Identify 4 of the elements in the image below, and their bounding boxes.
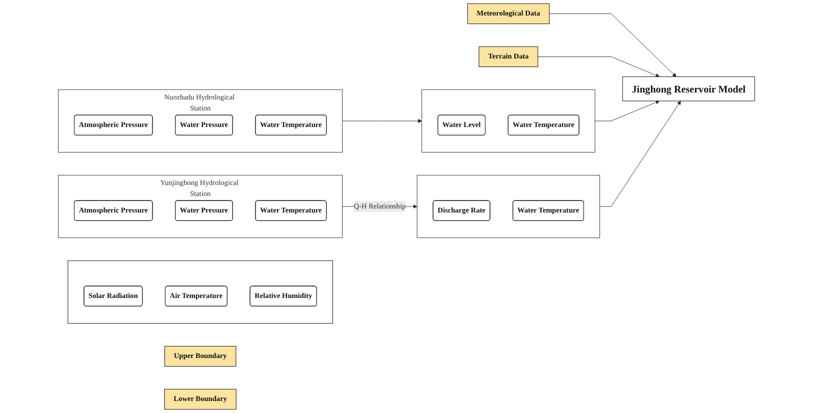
cluster (68, 260, 333, 324)
node-box: Jinghong Reservoir Model (622, 76, 756, 102)
cluster (422, 89, 596, 153)
cluster (416, 174, 600, 238)
